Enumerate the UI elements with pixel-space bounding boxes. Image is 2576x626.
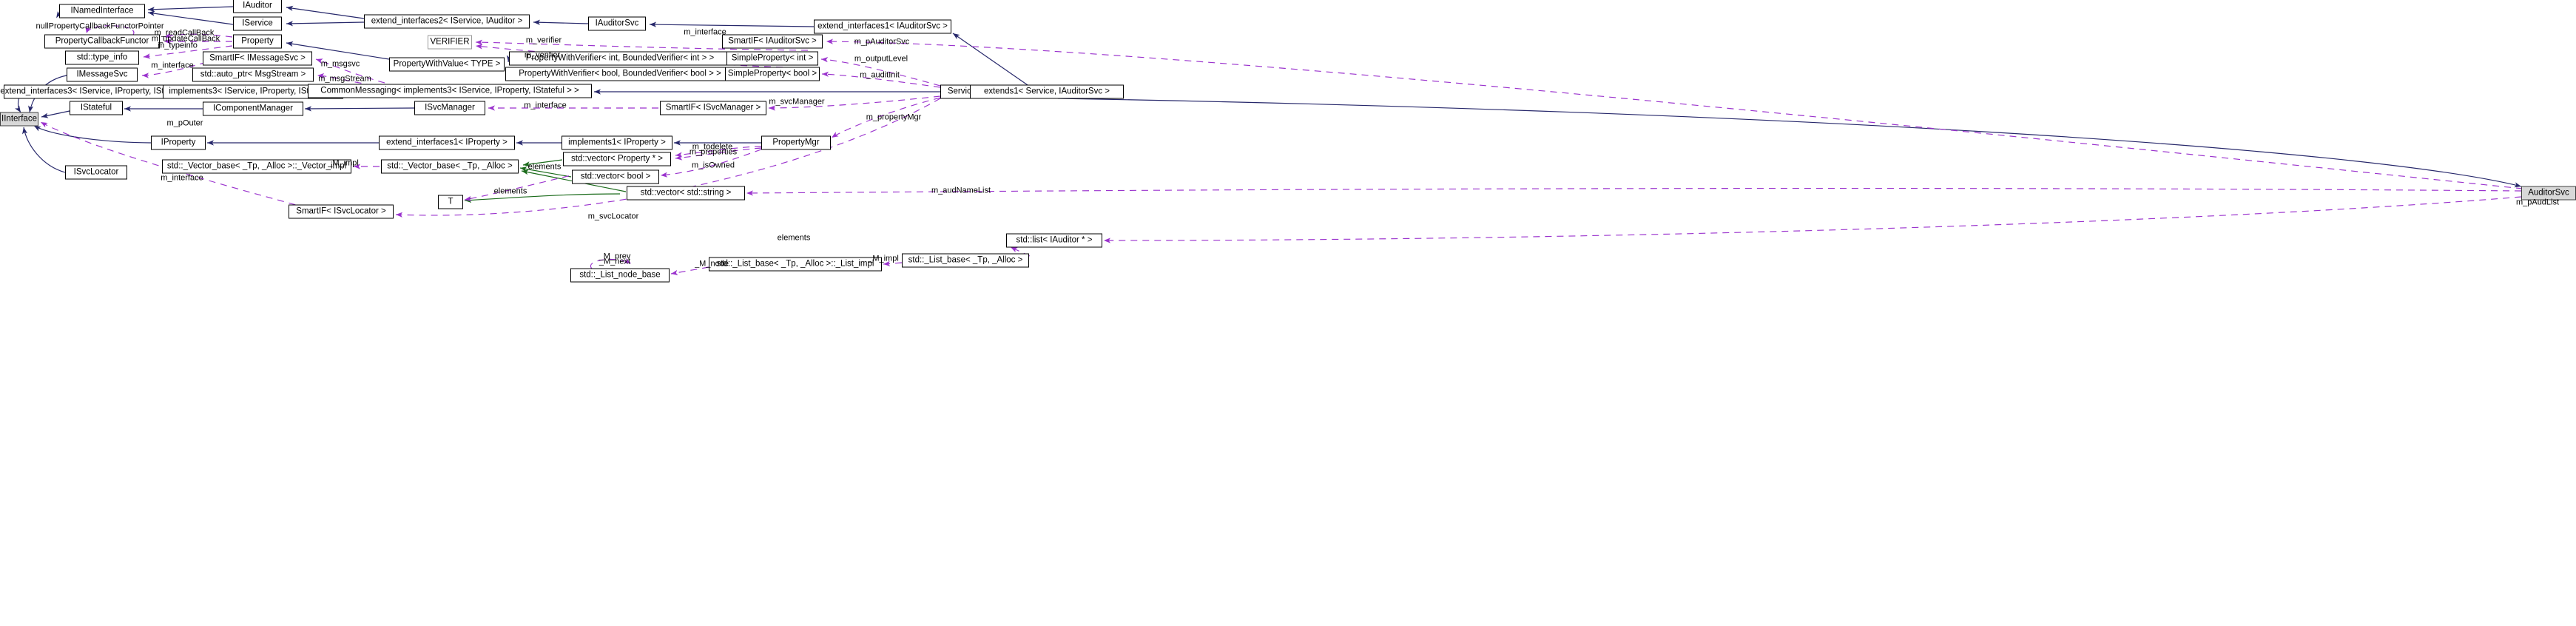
class-node-vectorbase_alloc[interactable]: std::_Vector_base< _Tp, _Alloc >::_Vecto… — [162, 159, 351, 174]
edge-label-svclocator: m_svcLocator — [587, 212, 639, 221]
class-node-vector_property[interactable]: std::vector< Property * > — [563, 152, 671, 166]
edge-label-nullptr: nullPropertyCallbackFunctorPointer — [36, 21, 164, 31]
class-node-vector_bool[interactable]: std::vector< bool > — [572, 169, 659, 184]
class-node-isvclocator[interactable]: ISvcLocator — [65, 165, 127, 180]
class-node-extend_if2[interactable]: extend_interfaces2< IService, IAuditor > — [364, 14, 530, 29]
edge-label-mnode: _M_node — [695, 259, 729, 269]
edge-label-pauditorsvc: m_pAuditorSvc — [854, 37, 910, 47]
edge-label-propertymgr: m_propertyMgr — [866, 112, 922, 122]
class-node-extend_if1_iproperty[interactable]: extend_interfaces1< IProperty > — [379, 135, 515, 150]
class-node-iproperty[interactable]: IProperty — [151, 135, 206, 150]
edge-label-updatecb: m_updateCallBack — [151, 34, 220, 44]
class-node-smartif_imessagesvc[interactable]: SmartIF< IMessageSvc > — [203, 51, 312, 66]
class-node-smartif_isvcmanager[interactable]: SmartIF< ISvcManager > — [660, 101, 766, 115]
class-node-propwithvalue[interactable]: PropertyWithValue< TYPE > — [389, 57, 505, 72]
edge-label-typeinfo: m_typeinfo — [158, 41, 198, 50]
class-node-inamedinterface[interactable]: INamedInterface — [59, 4, 145, 18]
class-node-T[interactable]: T — [438, 195, 463, 209]
class-node-extend_if3[interactable]: extend_interfaces3< IService, IProperty,… — [0, 84, 192, 99]
class-node-property[interactable]: Property — [233, 34, 282, 49]
class-node-imessagesvc[interactable]: IMessageSvc — [67, 67, 138, 82]
class-node-commonmessaging[interactable]: CommonMessaging< implements3< IService, … — [308, 84, 592, 98]
class-node-propwithverifier_bool[interactable]: PropertyWithVerifier< bool, BoundedVerif… — [505, 67, 735, 81]
class-node-listbase[interactable]: std::_List_base< _Tp, _Alloc > — [902, 253, 1029, 268]
edge-label-verifier2: m_verifier — [524, 50, 561, 60]
class-node-autoptr_msgstream[interactable]: std::auto_ptr< MsgStream > — [192, 67, 314, 82]
edge-label-interface4: m_interface — [161, 173, 203, 183]
class-node-list_node_base[interactable]: std::_List_node_base — [570, 268, 670, 283]
edge-label-isowned: m_isOwned — [691, 161, 735, 170]
class-node-propertymgr[interactable]: PropertyMgr — [761, 135, 831, 150]
edge-label-mimpl: _M_impl — [328, 158, 359, 168]
class-node-simpleprop_bool[interactable]: SimpleProperty< bool > — [725, 67, 820, 81]
edge-label-interface1: m_interface — [684, 27, 726, 37]
class-node-vector_string[interactable]: std::vector< std::string > — [627, 186, 745, 201]
edge-label-audnamelist: m_audNameList — [931, 186, 991, 195]
class-node-list_iauditor[interactable]: std::list< IAuditor * > — [1006, 233, 1102, 248]
class-node-iservice[interactable]: IService — [233, 16, 282, 31]
class-node-propwithverifier_int[interactable]: PropertyWithVerifier< int, BoundedVerifi… — [509, 51, 731, 66]
class-node-listimpl[interactable]: std::_List_base< _Tp, _Alloc >::_List_im… — [709, 257, 882, 272]
edge-label-auditinit: m_auditInit — [860, 70, 900, 80]
class-node-istateful[interactable]: IStateful — [70, 101, 123, 115]
edge-label-msgsvc: m_msgsvc — [320, 59, 360, 69]
class-node-smartif_isvclocator[interactable]: SmartIF< ISvcLocator > — [289, 204, 394, 219]
edge-label-outputlevel: m_outputLevel — [854, 54, 908, 64]
edge-label-elements1: elements — [527, 162, 562, 172]
class-node-iinterface[interactable]: IInterface — [0, 112, 38, 127]
edge-label-mimpl2: _M_impl — [868, 254, 899, 263]
edge-label-msgstream: m_msgStream — [318, 74, 371, 84]
class-node-icomponentmanager[interactable]: IComponentManager — [203, 101, 303, 116]
class-node-auditorsvc[interactable]: AuditorSvc — [2521, 186, 2576, 201]
edge-label-elements3: elements — [777, 233, 811, 243]
edge-label-todelete: m_todelete — [692, 142, 733, 152]
edge-label-svcmanager: m_svcManager — [769, 97, 825, 107]
class-node-isvcmanager[interactable]: ISvcManager — [414, 101, 485, 115]
class-node-simpleprop_int[interactable]: SimpleProperty< int > — [726, 51, 818, 66]
class-node-iauditorsvc[interactable]: IAuditorSvc — [588, 16, 646, 31]
class-node-implements1[interactable]: implements1< IProperty > — [562, 135, 672, 150]
edge-label-mprev: _M_prev — [599, 252, 631, 261]
class-node-extends1[interactable]: extends1< Service, IAuditorSvc > — [970, 84, 1124, 99]
class-node-smartif_iauditorsvc[interactable]: SmartIF< IAuditorSvc > — [722, 34, 823, 49]
edge-label-interface3: m_interface — [524, 101, 567, 110]
edge-label-verifier1: m_verifier — [525, 36, 562, 45]
edge-label-pauxlist: m_pAudList — [2515, 198, 2560, 207]
class-node-verifier[interactable]: VERIFIER — [428, 35, 472, 50]
class-node-propcbfunctor[interactable]: PropertyCallbackFunctor — [44, 34, 160, 49]
class-node-extend_if1_auditorsvc[interactable]: extend_interfaces1< IAuditorSvc > — [814, 19, 951, 34]
edge-label-mnext: _M_next — [599, 257, 631, 266]
edge-label-elements2: elements — [493, 186, 527, 196]
edge-label-properties: m_properties — [689, 147, 738, 157]
edge-label-readcb: m_readCallBack — [154, 28, 215, 38]
class-node-typeinfo[interactable]: std::type_info — [65, 50, 139, 65]
edge-label-pouter: m_pOuter — [166, 118, 203, 128]
edge-label-interface2: m_interface — [151, 61, 194, 70]
class-node-vectorbase[interactable]: std::_Vector_base< _Tp, _Alloc > — [381, 159, 519, 174]
class-node-iauditor[interactable]: IAuditor — [233, 0, 282, 13]
